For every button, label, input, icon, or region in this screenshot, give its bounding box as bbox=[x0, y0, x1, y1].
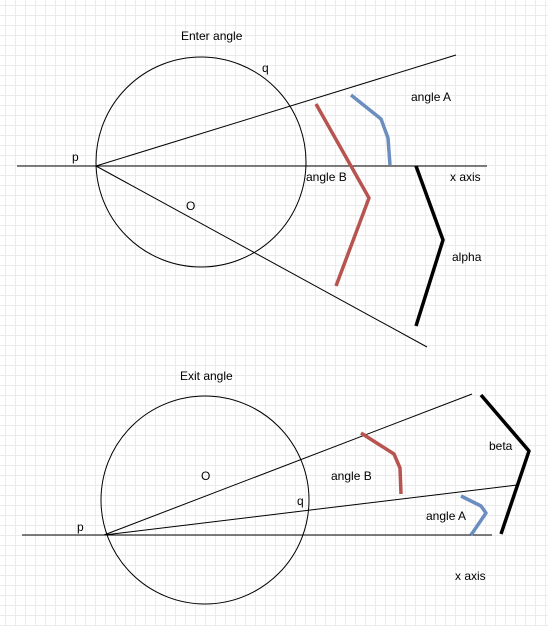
exit-label-angle-b: angle B bbox=[331, 469, 372, 483]
enter-circle bbox=[95, 56, 307, 268]
exit-angle-a-bracket bbox=[460, 494, 488, 536]
enter-angle-a-bracket bbox=[349, 93, 392, 166]
enter-label-o: O bbox=[186, 199, 195, 213]
exit-label-p: p bbox=[77, 520, 84, 534]
enter-label-alpha: alpha bbox=[452, 250, 482, 264]
exit-ray-lower bbox=[103, 484, 518, 536]
enter-angle-diagram: Enter angle q p O angle A angle B x axis… bbox=[17, 29, 487, 348]
exit-ray-upper bbox=[103, 393, 473, 536]
enter-ray-q bbox=[95, 54, 457, 167]
enter-title: Enter angle bbox=[181, 29, 243, 43]
exit-label-x-axis: x axis bbox=[455, 569, 486, 583]
enter-label-angle-a: angle A bbox=[411, 90, 451, 104]
enter-label-p: p bbox=[72, 150, 79, 164]
exit-label-beta: beta bbox=[489, 439, 513, 453]
exit-label-q: q bbox=[297, 494, 304, 508]
enter-label-x-axis: x axis bbox=[450, 170, 481, 184]
exit-title: Exit angle bbox=[180, 369, 233, 383]
enter-label-angle-b: angle B bbox=[306, 170, 347, 184]
exit-beta-bracket bbox=[479, 393, 531, 535]
enter-label-q: q bbox=[262, 61, 269, 75]
enter-angle-b-bracket bbox=[314, 103, 371, 287]
exit-label-o: O bbox=[201, 469, 210, 483]
exit-label-angle-a: angle A bbox=[426, 509, 466, 523]
exit-circle bbox=[100, 395, 310, 605]
exit-angle-b-bracket bbox=[360, 431, 403, 495]
enter-ray-o bbox=[95, 165, 428, 348]
exit-angle-diagram: Exit angle O angle B beta q angle A p x … bbox=[22, 369, 531, 605]
enter-alpha-bracket bbox=[414, 165, 445, 327]
